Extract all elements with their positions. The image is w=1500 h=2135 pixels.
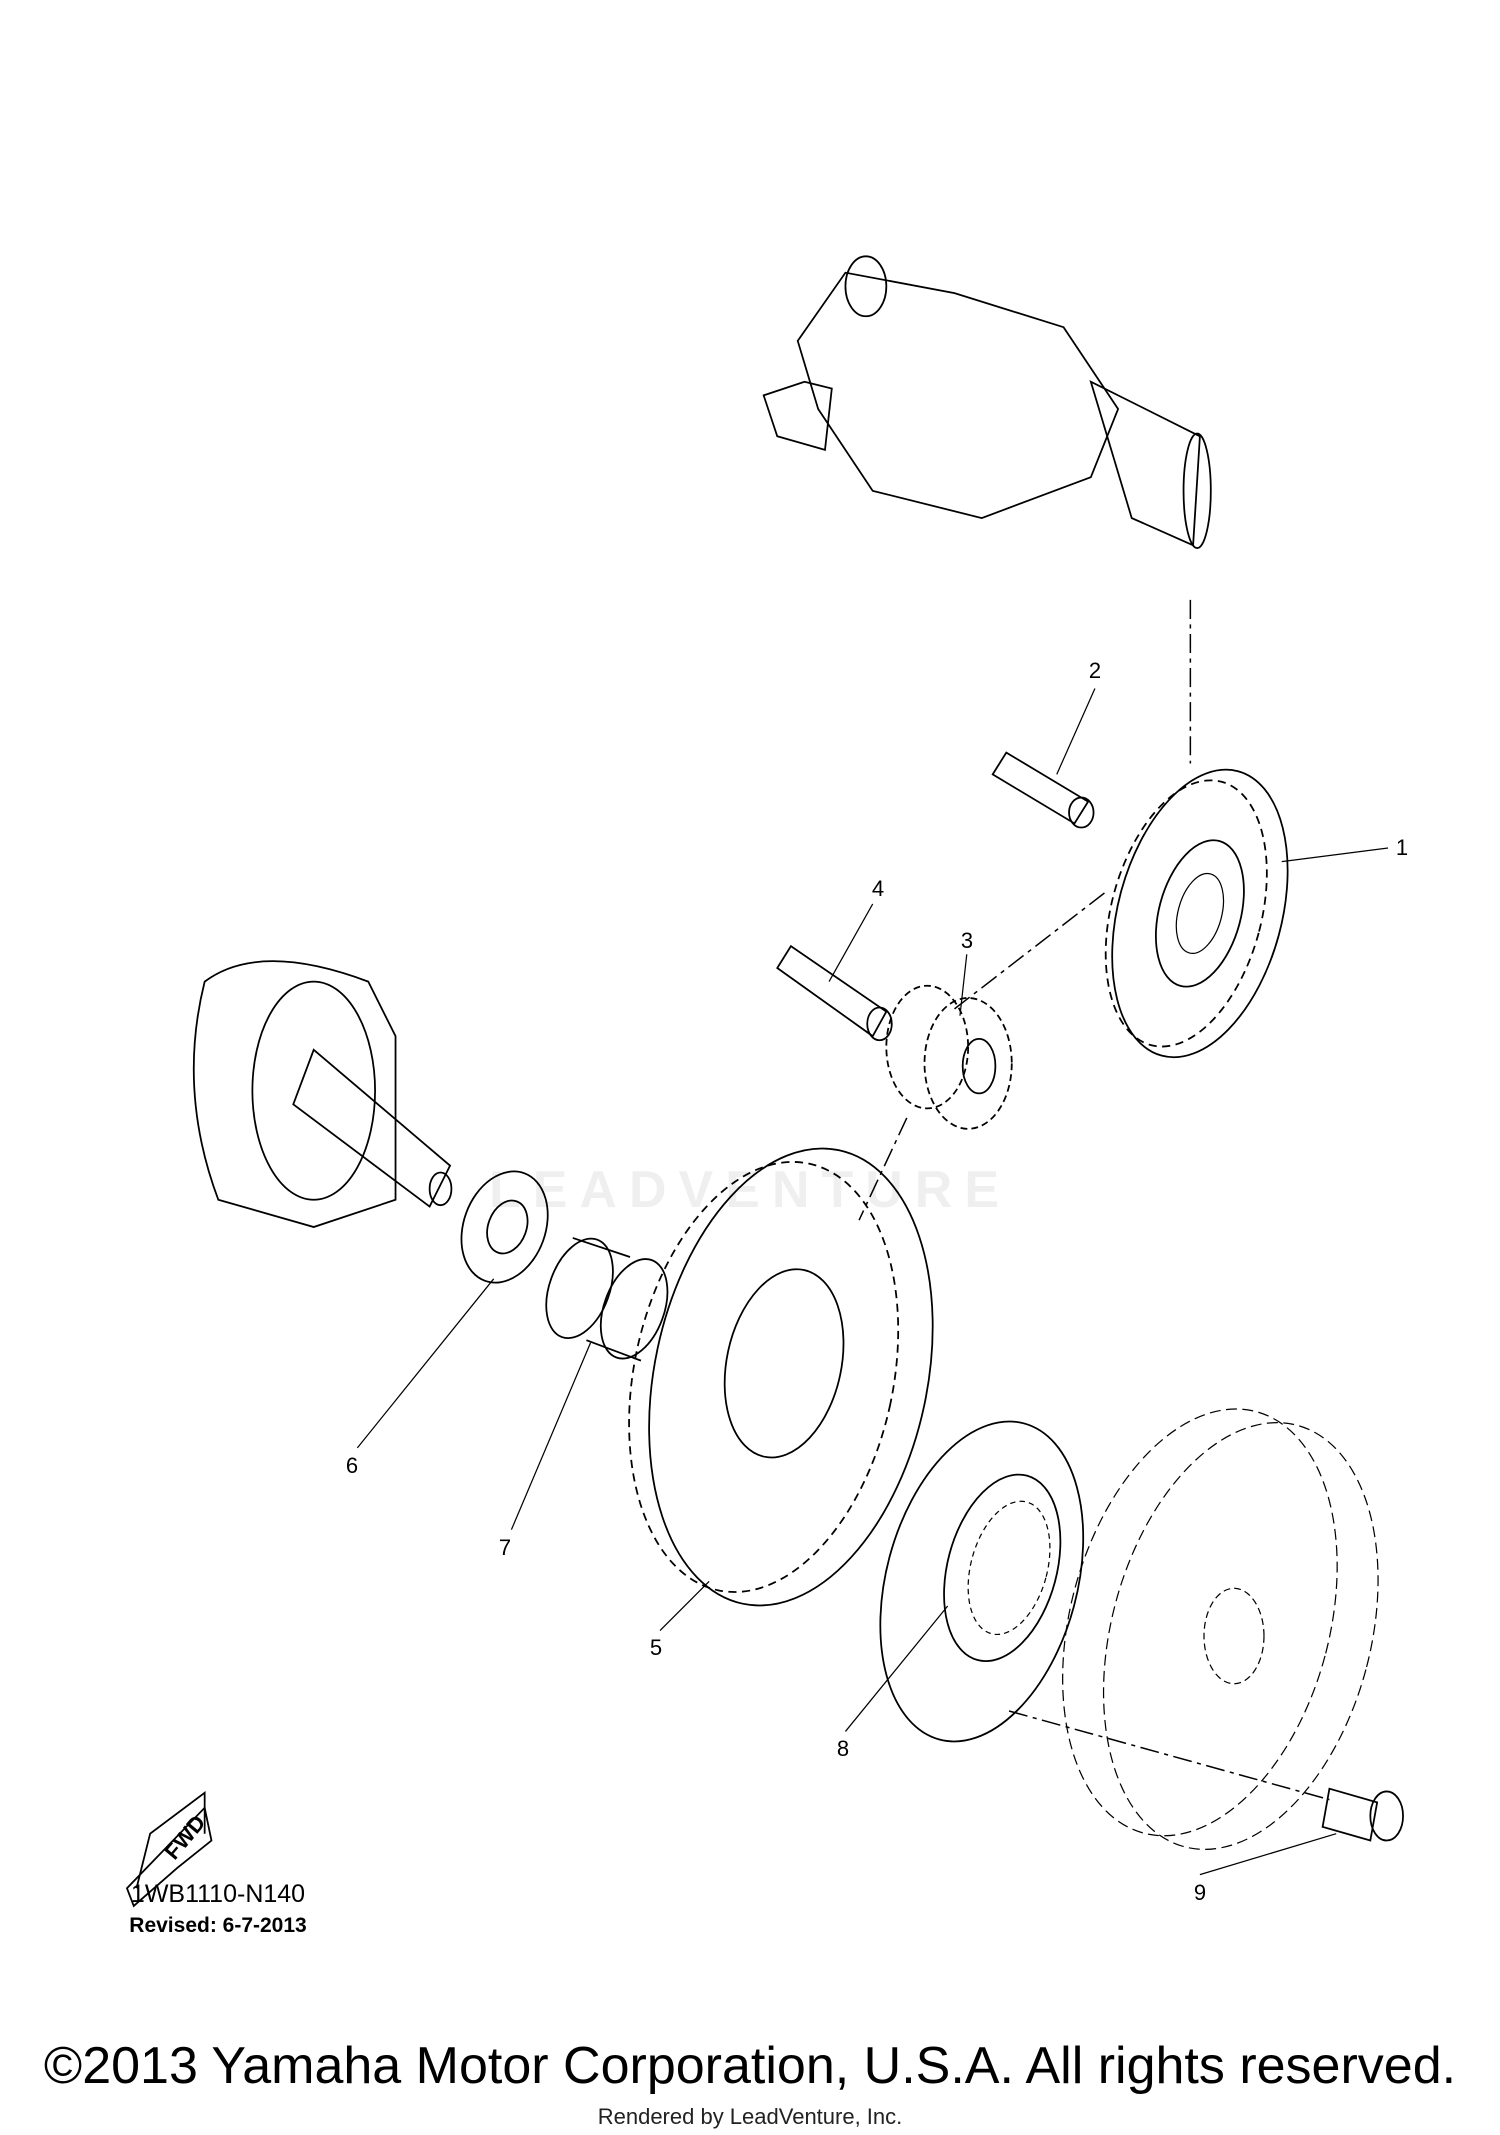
- fwd-label: FWD: [159, 1810, 210, 1864]
- part-2-pin: [991, 751, 1095, 829]
- revised-date: Revised: 6-7-2013: [129, 1914, 307, 1937]
- starter-motor: [762, 255, 1212, 764]
- callout-6: 6: [345, 1453, 359, 1478]
- crankshaft: [192, 960, 453, 1228]
- callout-1: 1: [1395, 835, 1409, 860]
- rendered-by: Rendered by LeadVenture, Inc.: [597, 2104, 903, 2129]
- callout-2: 2: [1088, 658, 1102, 683]
- callout-9: 9: [1193, 1880, 1207, 1905]
- flywheel: [1062, 1408, 1379, 1850]
- part-7-bearing: [545, 1237, 669, 1362]
- copyright: ©2013 Yamaha Motor Corporation, U.S.A. A…: [43, 2037, 1457, 2095]
- leader-lines: [356, 688, 1389, 1876]
- part-code: 1WB1110-N140: [130, 1880, 306, 1908]
- part-6-washer: [460, 1170, 549, 1284]
- part-4-pin: [776, 944, 893, 1042]
- part-5-gear: [628, 1147, 934, 1607]
- callout-3: 3: [960, 928, 974, 953]
- callout-8: 8: [836, 1736, 850, 1761]
- callout-5: 5: [649, 1635, 663, 1660]
- part-9-bolt: [1321, 1787, 1404, 1842]
- callout-4: 4: [871, 876, 885, 901]
- callout-7: 7: [498, 1535, 512, 1560]
- part-8-one-way-clutch: [879, 1420, 1330, 1801]
- part-1-gear: [1104, 768, 1289, 1059]
- watermark: LEADVENTURE: [488, 1161, 1012, 1219]
